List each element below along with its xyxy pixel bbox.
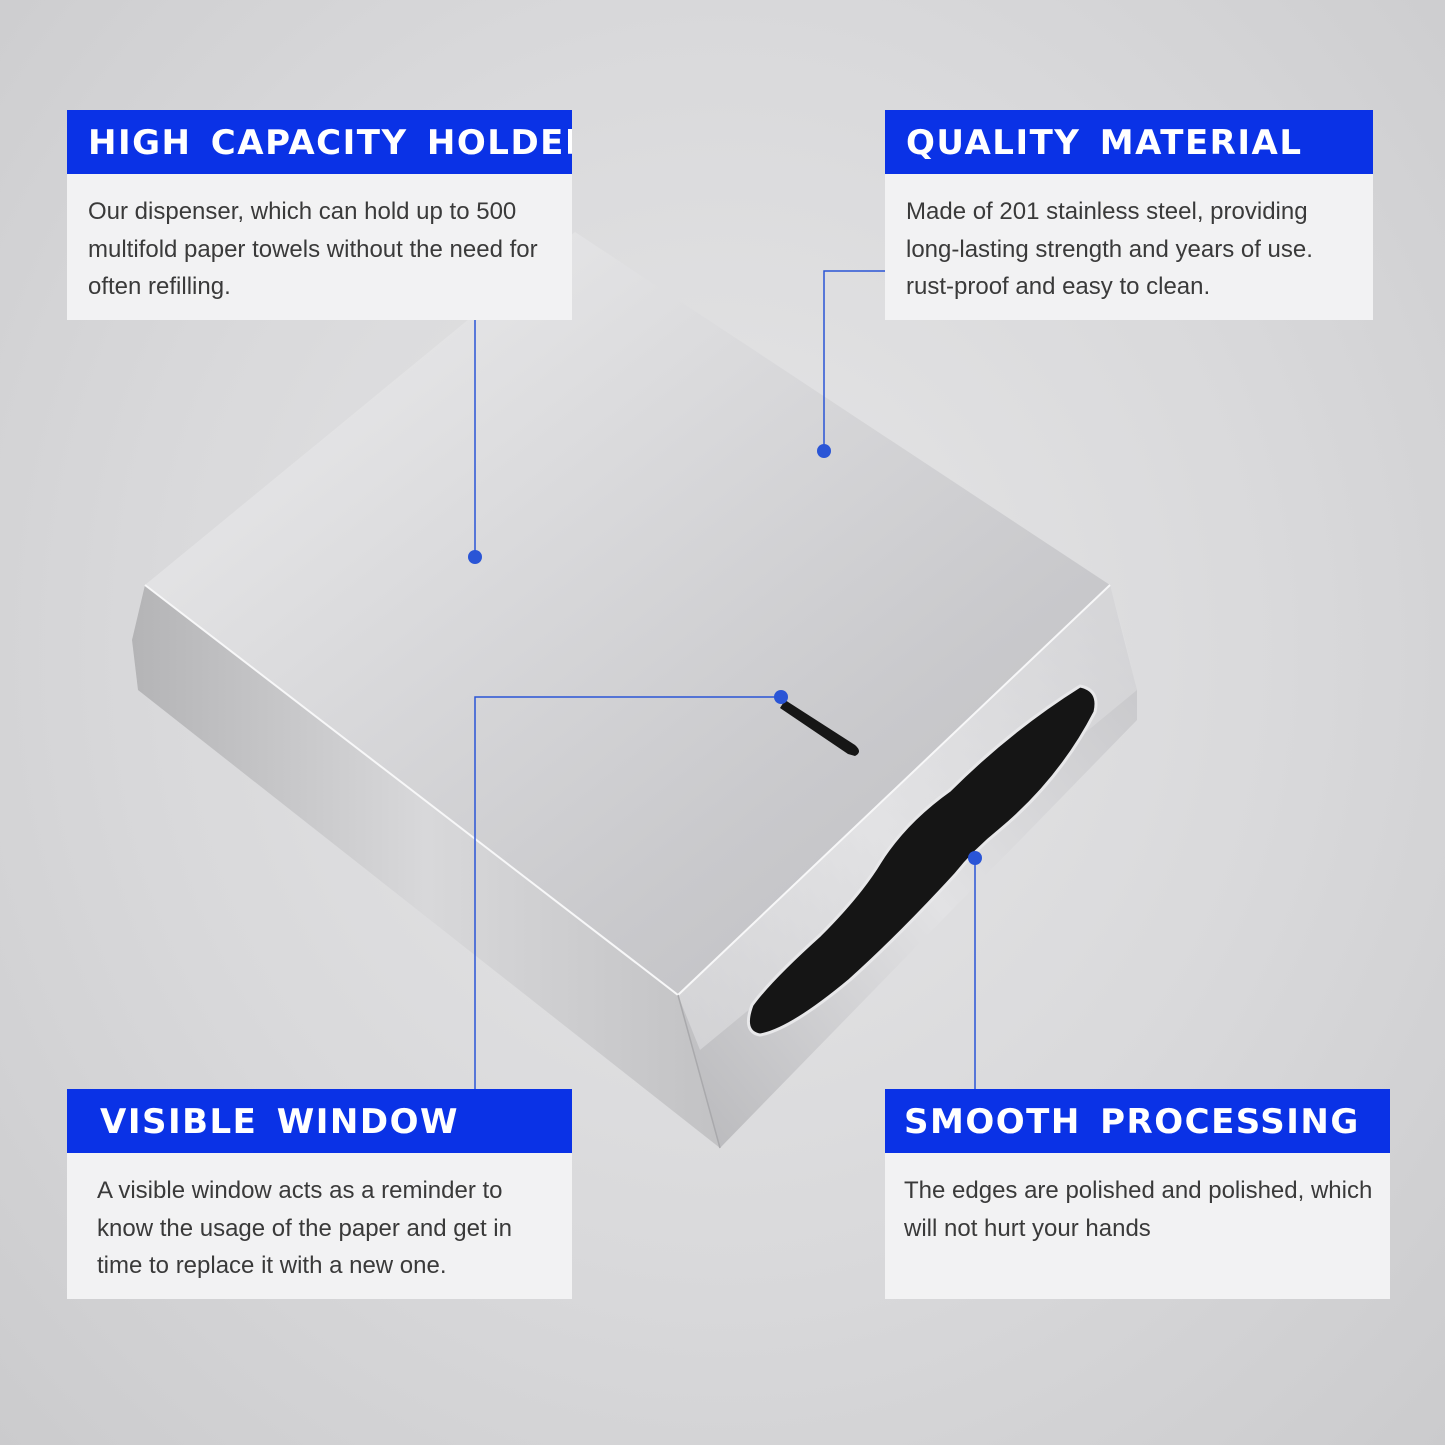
dispenser (132, 232, 1137, 1149)
callout-title: VISIBLE WINDOW (67, 1089, 572, 1153)
pointer-capacity (468, 318, 482, 564)
callout-text: The edges are polished and polished, whi… (885, 1153, 1390, 1299)
callout-quality-material: QUALITY MATERIAL Made of 201 stainless s… (885, 110, 1373, 320)
dispenser-top-face (145, 232, 1110, 995)
callout-title: QUALITY MATERIAL (885, 110, 1373, 174)
dispensing-opening (746, 684, 1098, 1037)
callout-text: Our dispenser, which can hold up to 500 … (67, 174, 572, 320)
callout-high-capacity: HIGH CAPACITY HOLDER Our dispenser, whic… (67, 110, 572, 320)
pointer-dot-icon (817, 444, 831, 458)
pointer-dot-icon (968, 851, 982, 865)
callout-smooth-processing: SMOOTH PROCESSING The edges are polished… (885, 1089, 1390, 1299)
viewing-slot (780, 700, 859, 756)
pointer-processing (968, 851, 982, 1089)
pointer-dot-icon (468, 550, 482, 564)
dispenser-front-bevel (678, 585, 1137, 1050)
callout-title: HIGH CAPACITY HOLDER (67, 110, 572, 174)
callout-text: A visible window acts as a reminder to k… (67, 1153, 572, 1299)
pointer-dot-icon (774, 690, 788, 704)
callout-visible-window: VISIBLE WINDOW A visible window acts as … (67, 1089, 572, 1299)
callout-title: SMOOTH PROCESSING (885, 1089, 1390, 1153)
callout-text: Made of 201 stainless steel, providing l… (885, 174, 1373, 320)
dispenser-left-side (132, 585, 720, 1148)
pointer-material (817, 270, 885, 458)
pointer-window (474, 690, 788, 1089)
